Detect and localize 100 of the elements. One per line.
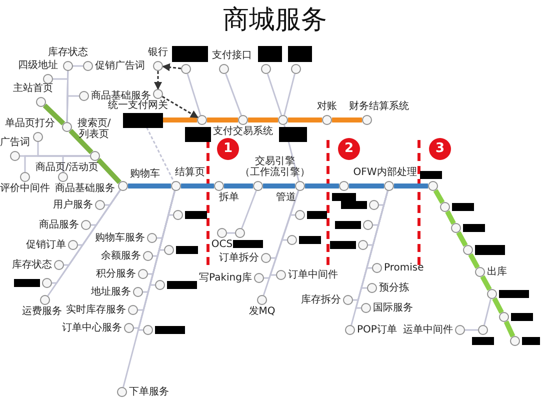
station-label: 单品页打分 [5, 118, 55, 129]
route-line [394, 184, 428, 188]
station-label: 订单中心服务 [62, 322, 122, 334]
station-label: 运费服务 [22, 306, 62, 317]
connector-line [146, 127, 174, 182]
station-label: 管道 [276, 192, 296, 203]
station-label: 四级地址 [18, 60, 58, 71]
connector-line [483, 298, 492, 326]
route-line [349, 184, 384, 188]
route-line [305, 184, 339, 188]
station-label: 购物车 [130, 168, 160, 180]
station-circle [369, 200, 379, 210]
route-line [480, 275, 492, 291]
station-circle [295, 210, 305, 220]
station-circle [287, 235, 297, 245]
route-line [263, 184, 295, 188]
connector-line [284, 74, 296, 116]
station-label: 支付接口 [212, 50, 252, 61]
route-line [128, 184, 171, 188]
connector-line [66, 95, 79, 122]
station-label: 库存状态 [48, 47, 88, 58]
station-label: 支付交易系统 [213, 126, 273, 137]
arrow [154, 71, 162, 90]
station-label: 商品页/活动页 [35, 162, 99, 173]
zone-number-badge: 1 [217, 138, 239, 160]
station-label: 评价中间件 [0, 183, 50, 194]
station-label: 拆单 [219, 192, 239, 203]
route-line [248, 118, 278, 122]
station-circle [164, 245, 174, 255]
route-line [163, 118, 197, 122]
station-label: 对账 [317, 101, 337, 112]
station-label: 广告词 [0, 137, 30, 148]
route-line [224, 184, 253, 188]
station-circle [235, 228, 245, 238]
route-line [445, 210, 456, 225]
station-circle [155, 280, 165, 290]
route-line [181, 184, 214, 188]
station-label: 写Paking库 [199, 272, 252, 284]
station-circle [42, 278, 52, 288]
station-label: 预分拣 [379, 282, 409, 294]
station-circle [499, 312, 509, 322]
station-label: POP订单 [357, 324, 397, 336]
station-label: 交易引擎（工作流引擎） [239, 156, 311, 178]
station-circle [181, 64, 191, 74]
connector-line [227, 232, 235, 234]
station-circle [428, 181, 438, 191]
station-circle [291, 64, 301, 74]
station-circle [478, 325, 488, 335]
station-label: 结算页 [175, 167, 205, 178]
redaction-block [123, 112, 163, 128]
station-circle [358, 240, 368, 250]
station-circle [261, 64, 271, 74]
route-line [433, 189, 445, 204]
station-circle [143, 325, 153, 335]
station-circle [440, 202, 450, 212]
station-label: 订单拆分 [219, 252, 259, 264]
route-line [68, 128, 94, 154]
station-label: 促销订单 [26, 240, 66, 250]
connector-line [465, 329, 478, 331]
connector-line [186, 74, 202, 116]
station-label: 主站首页 [13, 83, 53, 94]
connector-line [350, 190, 388, 326]
station-label: 银行 [148, 47, 168, 58]
station-circle [451, 223, 461, 233]
station-label: 财务结算系统 [349, 101, 409, 112]
zone-number-badge: 2 [338, 138, 360, 160]
station-label: 发MQ [248, 306, 276, 317]
station-circle [510, 336, 520, 346]
station-circle [363, 220, 373, 230]
connector-line [122, 190, 176, 388]
zone-number-badge: 3 [429, 138, 451, 160]
station-label: 出库 [487, 266, 507, 278]
route-line [332, 118, 362, 122]
station-label: 购物车服务 [95, 232, 145, 244]
station-label: 地址服务 [91, 286, 131, 298]
connector-line [62, 155, 90, 172]
station-label: 积分服务 [96, 268, 136, 280]
route-line [207, 118, 238, 122]
station-label: 实时库存服务 [66, 304, 126, 316]
station-label: 余额服务 [101, 250, 141, 262]
route-line [468, 253, 480, 269]
station-label: 统一支付网关 [108, 100, 168, 111]
station-label: 用户服务 [53, 200, 93, 210]
station-circle [463, 245, 473, 255]
station-label: 运单中间件 [403, 324, 453, 336]
station-label: 订单中间件 [288, 270, 338, 280]
route-line [42, 104, 66, 126]
station-circle [197, 115, 207, 125]
arrow [162, 63, 182, 72]
route-line [288, 118, 322, 122]
diagram-title: 商城服务 [222, 4, 328, 36]
station-label: OFW内部处理 [353, 167, 417, 178]
route-line [96, 158, 122, 184]
station-label: 下单服务 [129, 386, 169, 398]
station-label: 商品服务 [39, 220, 79, 230]
station-label: 库存状态 [12, 260, 52, 270]
connector-line [241, 190, 257, 229]
route-line [456, 231, 468, 247]
station-circle [278, 115, 288, 125]
station-label: OCS [211, 239, 233, 250]
